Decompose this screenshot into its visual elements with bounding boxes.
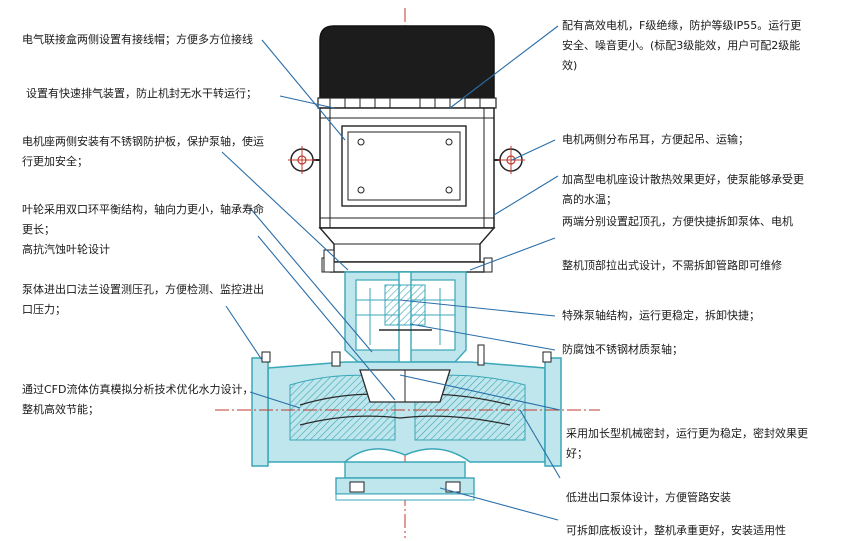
note-lifting-lugs: 电机两侧分布吊耳，方便起吊、运输； — [562, 133, 749, 146]
motor-fan-cover — [319, 25, 495, 99]
note-pull-out-design: 整机顶部拉出式设计，不需拆卸管路即可维修 — [562, 259, 782, 272]
note-impeller-balance: 叶轮采用双口环平衡结构，轴向力更小，轴承寿命更长； — [22, 203, 264, 236]
note-low-inlet-outlet: 低进出口泵体设计，方便管路安装 — [566, 491, 731, 504]
inlet-flange — [251, 357, 269, 467]
note-high-efficiency-motor: 配有高效电机，F级绝缘，防护等级IP55。运行更安全、噪音更小。(标配3级能效，… — [562, 19, 802, 72]
note-air-vent: 设置有快速排气装置，防止机封无水干转运行； — [26, 87, 257, 100]
motor-flange — [318, 227, 496, 263]
note-shaft-structure: 特殊泵轴结构，运行更稳定，拆卸快捷； — [562, 309, 760, 322]
leader-lines — [221, 25, 561, 521]
lifting-lug-left — [288, 146, 320, 174]
lower-casing — [344, 461, 466, 479]
note-anti-cavitation: 高抗汽蚀叶轮设计 — [22, 243, 110, 256]
lifting-lug-right — [494, 146, 525, 174]
note-terminal-box: 电气联接盒两侧设置有接线帽；方便多方位接线 — [22, 33, 253, 46]
note-shaft-guard: 电机座两侧安装有不锈钢防护板，保护泵轴，使运行更加安全； — [22, 135, 264, 168]
note-stainless-shaft: 防腐蚀不锈钢材质泵轴； — [562, 343, 683, 356]
note-cfd-design: 通过CFD流体仿真模拟分析技术优化水力设计，整机高效节能； — [22, 383, 254, 416]
note-detachable-base: 可拆卸底板设计，整机承重更好，安装适用性 — [566, 524, 786, 537]
outlet-flange — [544, 357, 562, 467]
terminal-box — [341, 125, 467, 207]
note-jacking-holes: 两端分别设置起顶孔，方便快捷拆卸泵体、电机 — [562, 215, 793, 228]
note-pressure-port: 泵体进出口法兰设置测压孔，方便检测、监控进出口压力； — [22, 283, 264, 316]
note-motor-seat: 加高型电机座设计散热效果更好，使泵能够承受更高的水温； — [562, 173, 804, 206]
note-mechanical-seal: 采用加长型机械密封，运行更为稳定，密封效果更好； — [566, 427, 808, 460]
